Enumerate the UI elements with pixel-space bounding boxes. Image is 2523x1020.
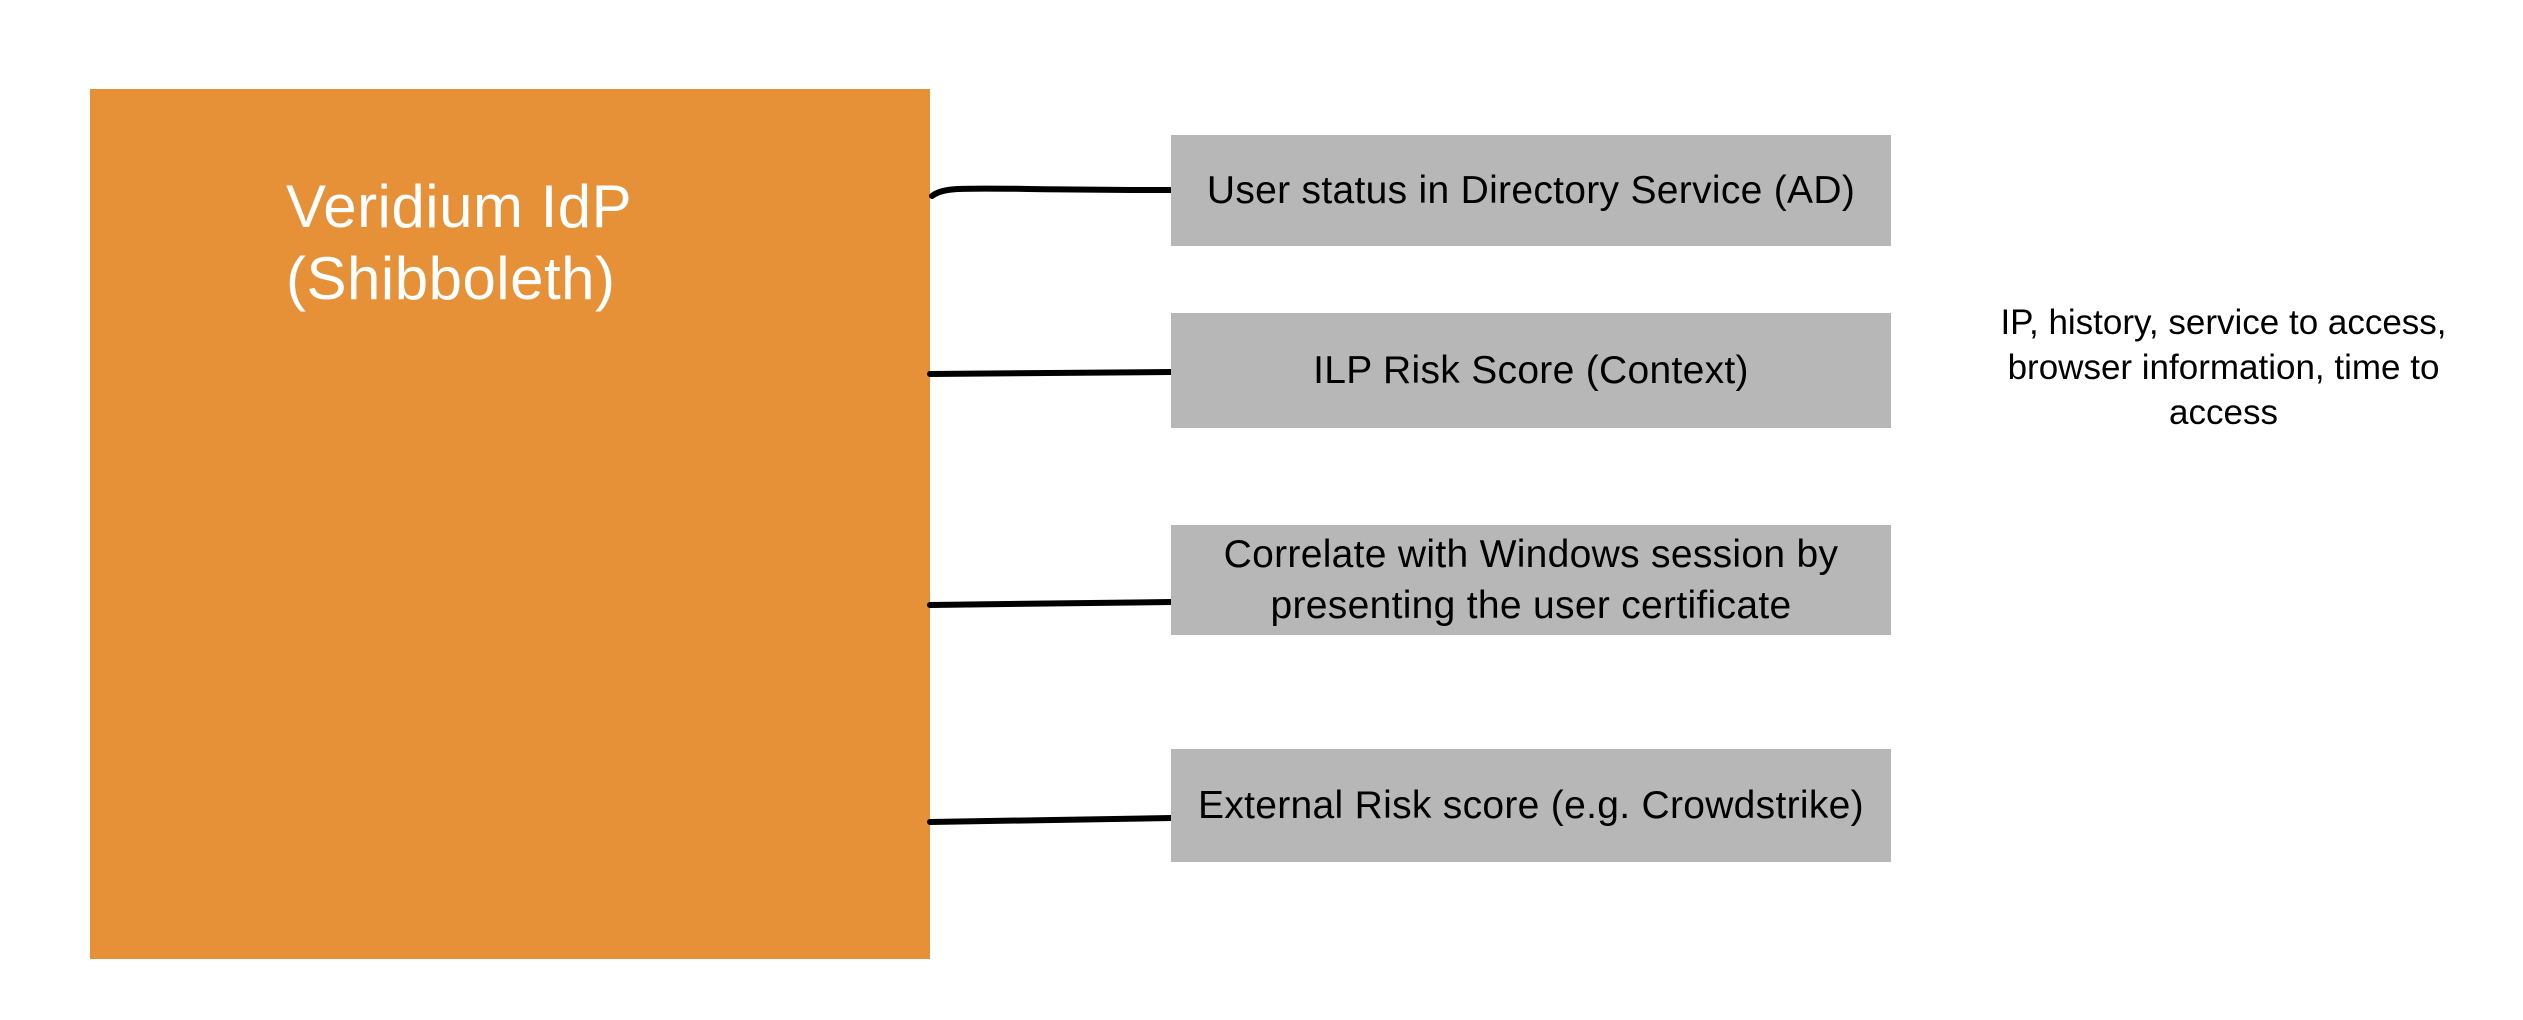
connector-line-4 bbox=[927, 815, 1174, 825]
factor-box-correlate-windows-session: Correlate with Windows session by presen… bbox=[1171, 525, 1891, 635]
factor-label: User status in Directory Service (AD) bbox=[1206, 169, 1856, 212]
factor-label: ILP Risk Score (Context) bbox=[1313, 349, 1749, 392]
factor-box-user-status: User status in Directory Service (AD) bbox=[1171, 135, 1891, 246]
factor-label: External Risk score (e.g. Crowdstrike) bbox=[1198, 784, 1864, 827]
connector-line-1 bbox=[929, 185, 1174, 199]
connector-line-2 bbox=[927, 369, 1174, 377]
connector-line-3 bbox=[927, 599, 1174, 608]
factor-box-external-risk-score: External Risk score (e.g. Crowdstrike) bbox=[1171, 749, 1891, 862]
main-node-veridium-idp: Veridium IdP (Shibboleth) bbox=[90, 89, 930, 959]
factor-box-ilp-risk-score: ILP Risk Score (Context) bbox=[1171, 313, 1891, 428]
factor-label: Correlate with Windows session by presen… bbox=[1223, 533, 1839, 627]
main-node-label: Veridium IdP (Shibboleth) bbox=[286, 173, 633, 312]
context-annotation-text: IP, history, service to access, browser … bbox=[2000, 303, 2447, 432]
